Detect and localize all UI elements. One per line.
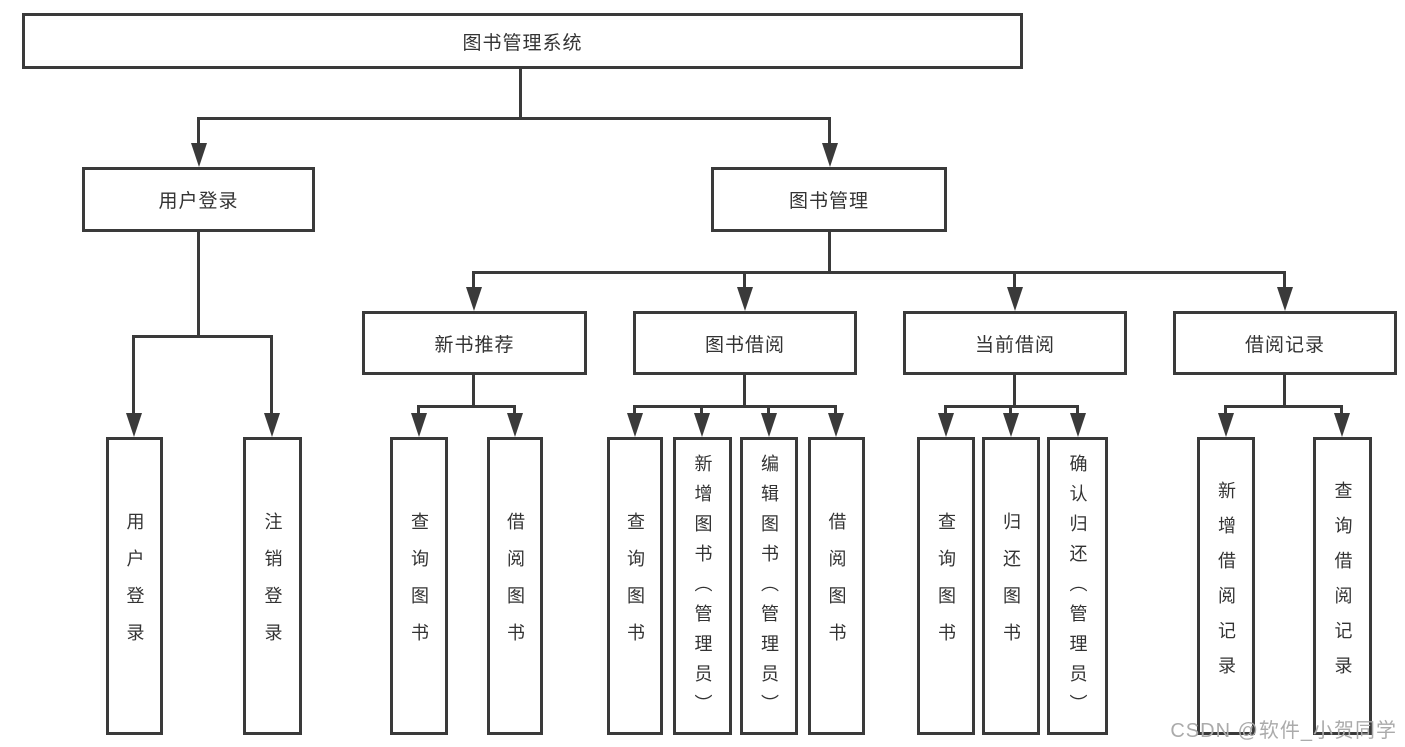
node-borrowing-records-label: 借阅记录 bbox=[1244, 334, 1325, 356]
leaf-logout: 注销登录 bbox=[243, 437, 302, 735]
connector-leaf bbox=[1224, 405, 1227, 417]
connector-records-drop bbox=[1283, 375, 1286, 408]
arrow-down-icon bbox=[828, 413, 844, 437]
node-book-mgmt-label: 图书管理 bbox=[788, 191, 869, 212]
arrow-down-icon bbox=[694, 413, 710, 437]
arrow-down-icon bbox=[126, 413, 142, 437]
leaf-cur-confirm-return-admin-label: 确认归还（管理员） bbox=[1067, 454, 1088, 724]
connector-to-user-login bbox=[197, 117, 200, 147]
arrow-down-icon bbox=[1218, 413, 1234, 437]
leaf-rec-borrow-books-label: 借阅图书 bbox=[505, 512, 525, 660]
arrow-down-icon bbox=[264, 413, 280, 437]
connector-root-spread bbox=[197, 117, 831, 120]
leaf-bor-query-books-label: 查询图书 bbox=[625, 512, 645, 660]
connector-leaf bbox=[1340, 405, 1343, 417]
arrow-down-icon bbox=[737, 287, 753, 311]
leaf-rec-query-record: 查询借阅记录 bbox=[1313, 437, 1372, 735]
leaf-user-login: 用户登录 bbox=[106, 437, 163, 735]
arrow-down-icon bbox=[507, 413, 523, 437]
connector-leaf bbox=[417, 405, 420, 417]
connector-to-book-mgmt bbox=[828, 117, 831, 147]
node-borrowing-records: 借阅记录 bbox=[1173, 311, 1397, 375]
leaf-bor-add-books-admin: 新增图书（管理员） bbox=[673, 437, 732, 735]
connector-to-login bbox=[132, 335, 135, 415]
connector-user-login-spread bbox=[132, 335, 273, 338]
node-root-label: 图书管理系统 bbox=[462, 32, 583, 54]
node-root: 图书管理系统 bbox=[22, 13, 1023, 69]
leaf-bor-query-books: 查询图书 bbox=[607, 437, 663, 735]
node-book-mgmt: 图书管理 bbox=[711, 167, 947, 232]
arrow-down-icon bbox=[1003, 413, 1019, 437]
connector-leaf bbox=[513, 405, 516, 417]
leaf-cur-return-books-label: 归还图书 bbox=[1001, 512, 1021, 660]
arrow-down-icon bbox=[1070, 413, 1086, 437]
connector-leaf bbox=[944, 405, 947, 417]
connector-leaf bbox=[1076, 405, 1079, 417]
leaf-rec-query-books-label: 查询图书 bbox=[409, 512, 429, 660]
leaf-logout-label: 注销登录 bbox=[262, 512, 283, 660]
connector-user-login-drop bbox=[197, 232, 200, 338]
node-book-borrowing-label: 图书借阅 bbox=[704, 334, 785, 356]
node-new-book-rec: 新书推荐 bbox=[362, 311, 587, 375]
arrow-down-icon bbox=[938, 413, 954, 437]
node-user-login: 用户登录 bbox=[82, 167, 315, 232]
connector-records-spread bbox=[1224, 405, 1342, 408]
arrow-down-icon bbox=[411, 413, 427, 437]
connector-root-drop bbox=[519, 69, 522, 119]
arrow-down-icon bbox=[761, 413, 777, 437]
arrow-down-icon bbox=[466, 287, 482, 311]
leaf-cur-query-books: 查询图书 bbox=[917, 437, 975, 735]
leaf-bor-edit-books-admin: 编辑图书（管理员） bbox=[740, 437, 798, 735]
connector-to-logout bbox=[270, 335, 273, 415]
leaf-cur-confirm-return-admin: 确认归还（管理员） bbox=[1047, 437, 1108, 735]
connector-new-rec-spread bbox=[417, 405, 516, 408]
leaf-rec-query-record-label: 查询借阅记录 bbox=[1332, 481, 1353, 691]
node-current-borrowing-label: 当前借阅 bbox=[974, 334, 1055, 356]
connector-new-rec-drop bbox=[472, 375, 475, 408]
arrow-down-icon bbox=[1334, 413, 1350, 437]
connector-leaf bbox=[834, 405, 837, 417]
node-new-book-rec-label: 新书推荐 bbox=[434, 334, 515, 356]
connector-leaf bbox=[700, 405, 703, 417]
leaf-user-login-label: 用户登录 bbox=[124, 512, 145, 660]
node-book-borrowing: 图书借阅 bbox=[633, 311, 857, 375]
leaf-rec-add-record-label: 新增借阅记录 bbox=[1216, 481, 1236, 691]
arrow-down-icon bbox=[191, 143, 207, 167]
leaf-rec-query-books: 查询图书 bbox=[390, 437, 448, 735]
leaf-bor-borrow-books: 借阅图书 bbox=[808, 437, 865, 735]
connector-leaf bbox=[633, 405, 636, 417]
connector-leaf bbox=[1009, 405, 1012, 417]
connector-to-records bbox=[1283, 271, 1286, 291]
leaf-cur-return-books: 归还图书 bbox=[982, 437, 1040, 735]
connector-to-borrowing bbox=[743, 271, 746, 291]
connector-book-mgmt-drop bbox=[828, 232, 831, 273]
connector-to-new-rec bbox=[472, 271, 475, 291]
leaf-bor-borrow-books-label: 借阅图书 bbox=[826, 512, 847, 660]
connector-book-mgmt-spread bbox=[473, 271, 1286, 274]
arrow-down-icon bbox=[1277, 287, 1293, 311]
connector-borrowing-drop bbox=[743, 375, 746, 408]
node-user-login-label: 用户登录 bbox=[158, 191, 239, 212]
leaf-bor-edit-books-admin-label: 编辑图书（管理员） bbox=[759, 454, 779, 724]
leaf-cur-query-books-label: 查询图书 bbox=[936, 512, 956, 660]
connector-leaf bbox=[767, 405, 770, 417]
arrow-down-icon bbox=[822, 143, 838, 167]
connector-to-current bbox=[1013, 271, 1016, 291]
leaf-bor-add-books-admin-label: 新增图书（管理员） bbox=[692, 454, 713, 724]
node-current-borrowing: 当前借阅 bbox=[903, 311, 1127, 375]
arrow-down-icon bbox=[627, 413, 643, 437]
leaf-rec-borrow-books: 借阅图书 bbox=[487, 437, 543, 735]
csdn-watermark: CSDN @软件_小贺同学 bbox=[1170, 720, 1397, 742]
arrow-down-icon bbox=[1007, 287, 1023, 311]
leaf-rec-add-record: 新增借阅记录 bbox=[1197, 437, 1255, 735]
connector-current-drop bbox=[1013, 375, 1016, 408]
connector-borrowing-spread bbox=[633, 405, 837, 408]
